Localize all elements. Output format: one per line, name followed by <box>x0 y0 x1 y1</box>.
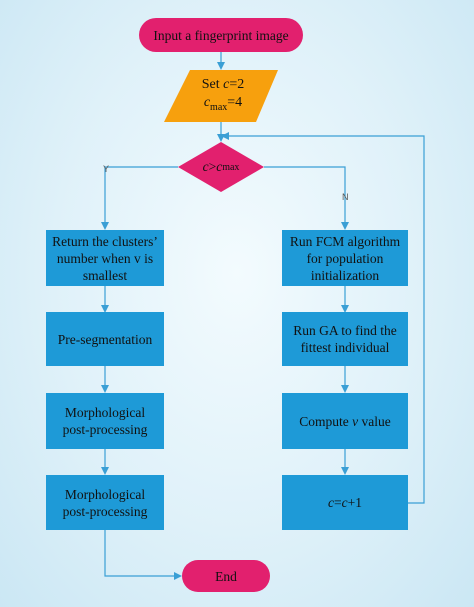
increment-c-node: c=c+1 <box>282 475 408 530</box>
init-line-1: Set c=2 <box>202 76 245 94</box>
presegmentation-node: Pre-segmentation <box>46 312 164 366</box>
ga-label: Run GA to find the fittest individual <box>293 323 397 355</box>
decision-sub-max: max <box>222 161 240 173</box>
return-clusters-node: Return the clusters’ number when v is sm… <box>46 230 164 286</box>
increment-c-text: c=c+1 <box>328 494 362 511</box>
compute-prefix: Compute <box>299 413 353 429</box>
decision-var-cmax: c <box>216 159 223 174</box>
end-label: End <box>215 568 237 584</box>
start-label: Input a fingerprint image <box>153 27 289 43</box>
init-set-text: Set <box>201 76 224 92</box>
init-parallelogram <box>164 70 278 122</box>
no-label: N <box>342 192 349 202</box>
edge-morph2-end <box>104 530 182 580</box>
morphological-2-node: Morphological post-processing <box>46 475 164 530</box>
edge-decision-no <box>264 166 349 230</box>
compute-suffix: value <box>358 413 391 429</box>
init-var-cmax: c <box>203 94 211 110</box>
morphological-1-node: Morphological post-processing <box>46 393 164 449</box>
morphological-1-label: Morphological post-processing <box>62 405 148 437</box>
start-node: Input a fingerprint image <box>139 18 303 52</box>
compute-v-node: Compute v value <box>282 393 408 449</box>
init-line-2: cmax=4 <box>204 94 242 117</box>
edge-loop-back <box>221 132 425 504</box>
decision-var-c: c <box>202 159 209 174</box>
return-clusters-label: Return the clusters’ number when v is sm… <box>52 233 158 283</box>
init-text: Set c=2 cmax=4 <box>168 70 278 122</box>
init-node: Set c=2 cmax=4 <box>168 70 278 122</box>
incr-plus-one: +1 <box>347 495 362 510</box>
compute-v-text: Compute v value <box>299 413 391 430</box>
morphological-2-label: Morphological post-processing <box>62 486 148 519</box>
ga-node: Run GA to find the fittest individual <box>282 312 408 366</box>
fcm-label: Run FCM algorithm for population initial… <box>289 233 401 283</box>
decision-operator: > <box>208 159 217 174</box>
init-value-cmax: =4 <box>227 94 243 110</box>
fcm-node: Run FCM algorithm for population initial… <box>282 230 408 286</box>
init-value-c: =2 <box>229 76 245 92</box>
incr-var-c: c <box>328 495 334 510</box>
end-node: End <box>182 560 270 592</box>
incr-equals: = <box>334 495 342 510</box>
presegmentation-label: Pre-segmentation <box>57 331 153 347</box>
decision-diamond <box>178 142 264 192</box>
yes-label: Y <box>103 164 110 174</box>
incr-var-c2: c <box>341 495 348 510</box>
edge-decision-yes <box>101 166 178 230</box>
compute-var-v: v <box>352 413 359 429</box>
init-var-c: c <box>223 76 230 92</box>
init-sub-max: max <box>210 101 228 113</box>
